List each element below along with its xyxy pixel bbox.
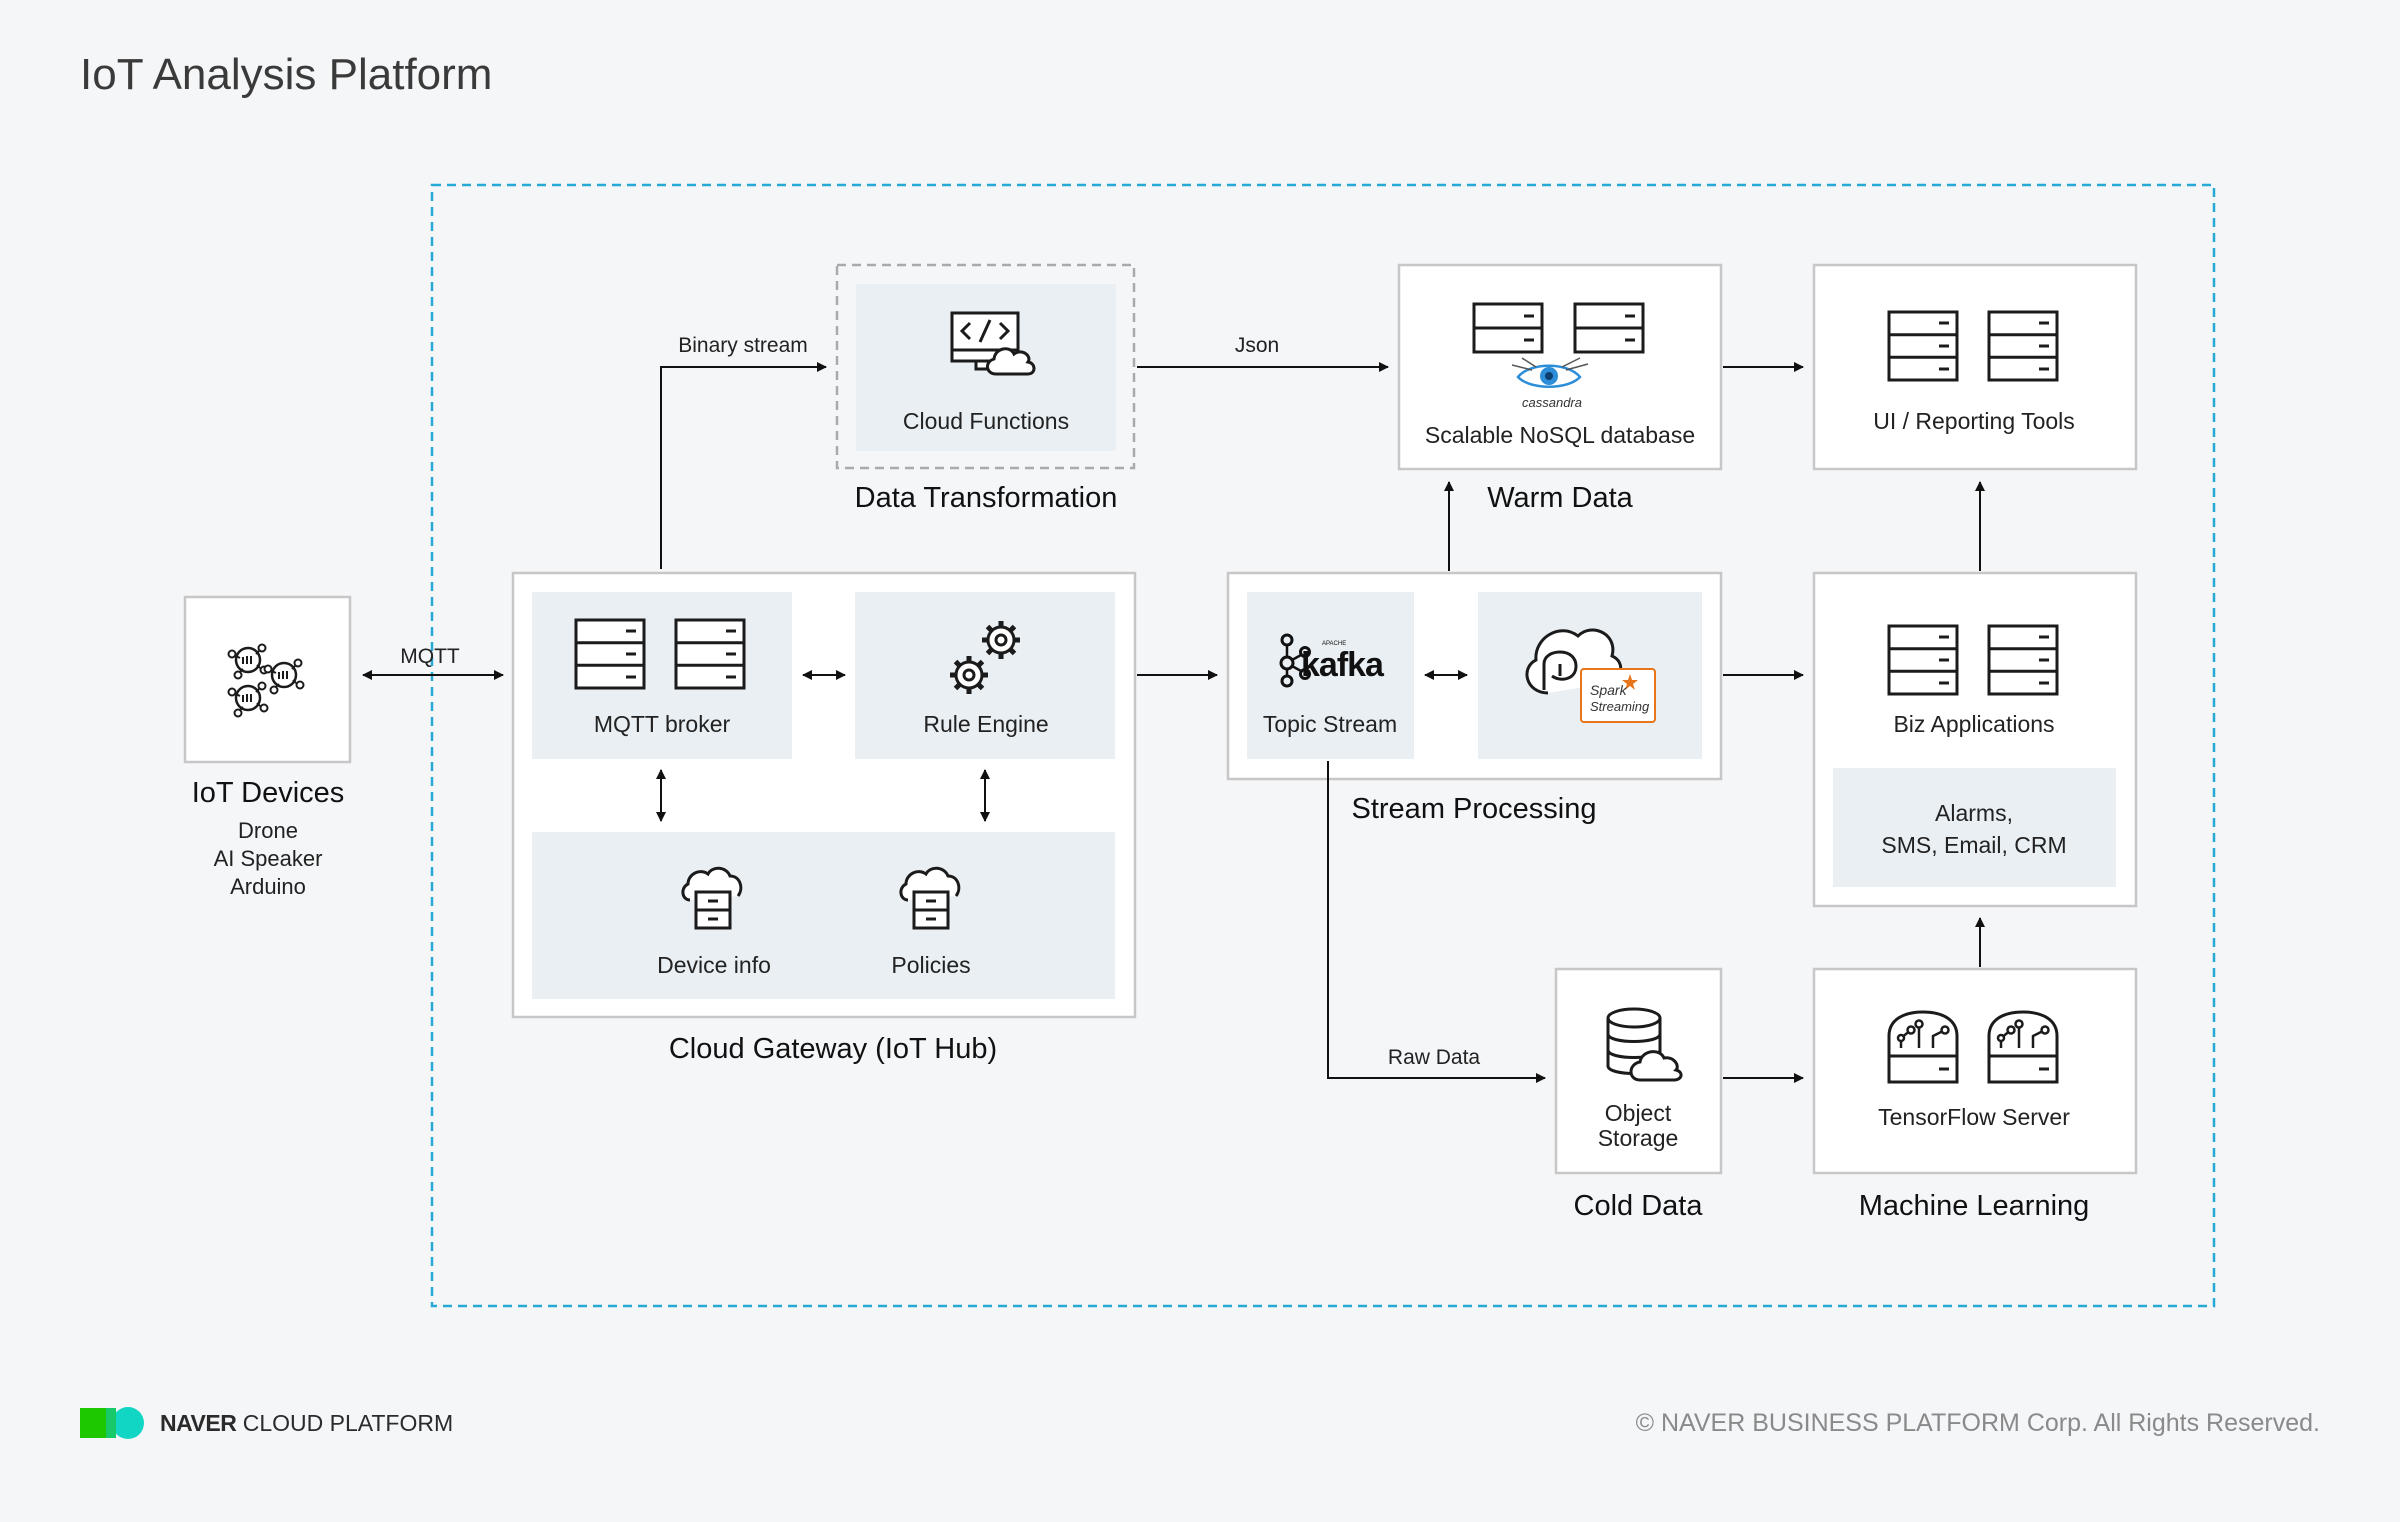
stream-processing-caption: Stream Processing	[1351, 793, 1597, 825]
alarms-label-line1: Alarms,	[1935, 800, 2013, 826]
biz-applications-label: Biz Applications	[1893, 711, 2055, 737]
cassandra-eye-icon	[1511, 357, 1589, 388]
tensorflow-label: TensorFlow Server	[1878, 1104, 2070, 1130]
naver-cloud-logo-icon	[80, 1407, 144, 1439]
iot-devices-box	[183, 595, 352, 764]
kafka-logo-icon	[1279, 633, 1311, 688]
edge-label-binary-stream: Binary stream	[678, 334, 808, 357]
platform-boundary	[430, 183, 2216, 1308]
edge-label-mqtt: MQTT	[400, 645, 460, 668]
device-info-label: Device info	[657, 952, 771, 978]
alarms-panel	[1833, 768, 2116, 887]
code-cloud-icon	[950, 311, 1036, 376]
cold-data-caption: Cold Data	[1573, 1190, 1703, 1222]
device-ai-speaker: AI Speaker	[213, 846, 323, 871]
edge-raw-data	[1327, 761, 1546, 1083]
edge-label-raw-data: Raw Data	[1387, 1046, 1481, 1069]
object-storage-icon	[1606, 1007, 1683, 1082]
footer-brand-bold: NAVER	[160, 1410, 237, 1436]
footer-brand: NAVER CLOUD PLATFORM	[160, 1410, 453, 1437]
data-transformation-box	[835, 263, 1136, 470]
kafka-apache-mark: APACHE	[1322, 641, 1347, 647]
spark-streaming-wordmark: Streaming	[1590, 699, 1650, 714]
connectors	[362, 362, 1985, 1083]
warm-data-caption: Warm Data	[1487, 482, 1633, 514]
ui-reporting-label: UI / Reporting Tools	[1873, 408, 2075, 434]
alarms-label-line2: SMS, Email, CRM	[1881, 832, 2067, 858]
page-title: IoT Analysis Platform	[80, 50, 493, 99]
cassandra-wordmark: cassandra	[1522, 395, 1582, 410]
mqtt-broker-label: MQTT broker	[593, 711, 731, 737]
spark-streaming-icon	[1525, 628, 1656, 723]
iot-devices-title: IoT Devices	[191, 777, 345, 809]
machine-learning-caption: Machine Learning	[1858, 1190, 2090, 1222]
cloud-functions-label: Cloud Functions	[902, 408, 1070, 434]
edge-label-json: Json	[1234, 334, 1280, 357]
spark-wordmark: Spark	[1590, 682, 1627, 698]
data-transformation-caption: Data Transformation	[854, 482, 1118, 514]
machine-learning-box	[1812, 967, 2138, 1175]
edge-binary-stream	[660, 362, 827, 569]
kafka-wordmark: kafka	[1301, 646, 1384, 684]
ui-reporting-box	[1812, 263, 2138, 471]
cloud-gateway-caption: Cloud Gateway (IoT Hub)	[668, 1033, 998, 1065]
device-policy-panel	[532, 832, 1115, 999]
footer-copyright: © NAVER BUSINESS PLATFORM Corp. All Righ…	[1635, 1409, 2320, 1437]
object-storage-label-line2: Storage	[1597, 1125, 1679, 1151]
rule-engine-label: Rule Engine	[923, 711, 1049, 737]
topic-stream-label: Topic Stream	[1262, 711, 1398, 737]
footer-brand-rest: CLOUD PLATFORM	[236, 1410, 454, 1436]
device-drone: Drone	[238, 818, 298, 843]
device-arduino: Arduino	[230, 874, 306, 899]
policies-label: Policies	[891, 952, 971, 978]
topic-stream-panel	[1247, 592, 1414, 759]
nosql-label: Scalable NoSQL database	[1424, 422, 1696, 448]
object-storage-label-line1: Object	[1604, 1100, 1672, 1126]
